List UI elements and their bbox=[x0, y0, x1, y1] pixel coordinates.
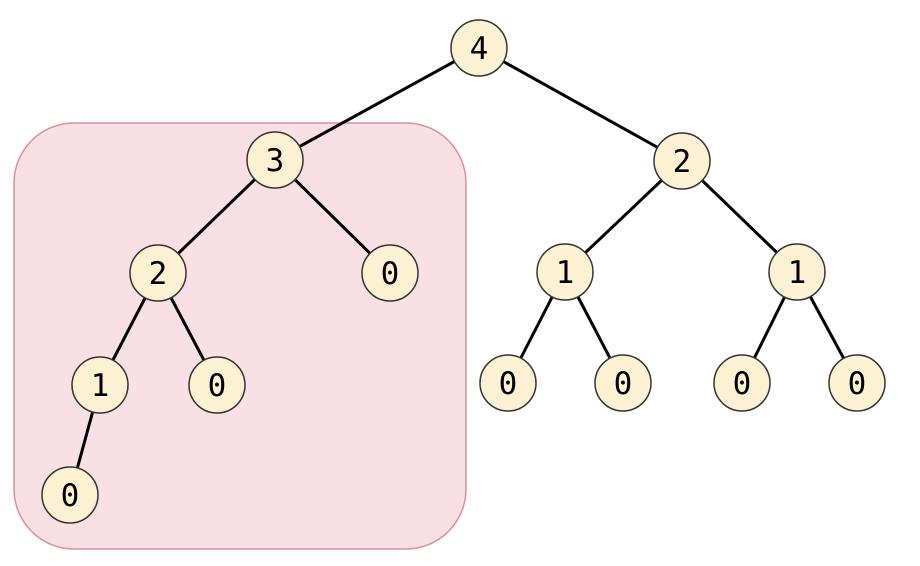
tree-node-rl: 1 bbox=[536, 243, 594, 301]
tree-node-label-llll: 0 bbox=[61, 478, 80, 514]
tree-node-label-rr: 1 bbox=[788, 255, 807, 291]
tree-node-label-rl: 1 bbox=[556, 255, 575, 291]
tree-node-circle-rl bbox=[536, 243, 594, 301]
tree-node-rll: 0 bbox=[479, 354, 537, 412]
tree-node-circle-r bbox=[653, 132, 711, 190]
tree-node-circle-lr bbox=[361, 244, 419, 302]
tree-edge-root-r bbox=[478, 46, 683, 163]
tree-node-l: 3 bbox=[246, 131, 304, 189]
tree-node-circle-rlr bbox=[594, 354, 652, 412]
tree-node-label-r: 2 bbox=[673, 144, 692, 180]
subtree-highlight-region bbox=[13, 122, 467, 550]
tree-node-rrr: 0 bbox=[828, 354, 886, 412]
tree-node-root: 4 bbox=[450, 19, 508, 77]
tree-node-lll: 1 bbox=[71, 356, 129, 414]
tree-node-circle-lll bbox=[71, 356, 129, 414]
tree-node-llll: 0 bbox=[41, 466, 99, 524]
tree-node-ll: 2 bbox=[129, 244, 187, 302]
tree-node-circle-root bbox=[450, 19, 508, 77]
tree-node-label-lr: 0 bbox=[381, 256, 400, 292]
tree-node-rr: 1 bbox=[768, 243, 826, 301]
tree-node-label-rll: 0 bbox=[499, 366, 518, 402]
tree-node-label-rrl: 0 bbox=[733, 366, 752, 402]
tree-node-label-llr: 0 bbox=[208, 368, 227, 404]
tree-node-circle-ll bbox=[129, 244, 187, 302]
tree-node-circle-rrl bbox=[713, 354, 771, 412]
tree-node-lr: 0 bbox=[361, 244, 419, 302]
tree-node-label-rlr: 0 bbox=[614, 366, 633, 402]
tree-node-label-l: 3 bbox=[266, 143, 285, 179]
tree-node-rlr: 0 bbox=[594, 354, 652, 412]
tree-node-label-lll: 1 bbox=[91, 368, 110, 404]
tree-node-label-rrr: 0 bbox=[848, 366, 867, 402]
tree-node-rrl: 0 bbox=[713, 354, 771, 412]
tree-node-llr: 0 bbox=[188, 356, 246, 414]
tree-node-circle-l bbox=[246, 131, 304, 189]
tree-node-circle-llll bbox=[41, 466, 99, 524]
tree-node-circle-rr bbox=[768, 243, 826, 301]
tree-node-circle-rrr bbox=[828, 354, 886, 412]
tree-node-circle-rll bbox=[479, 354, 537, 412]
tree-node-label-root: 4 bbox=[470, 31, 489, 67]
tree-node-label-ll: 2 bbox=[149, 256, 168, 292]
tree-node-r: 2 bbox=[653, 132, 711, 190]
tree-edge-root-l bbox=[274, 46, 480, 162]
tree-node-circle-llr bbox=[188, 356, 246, 414]
